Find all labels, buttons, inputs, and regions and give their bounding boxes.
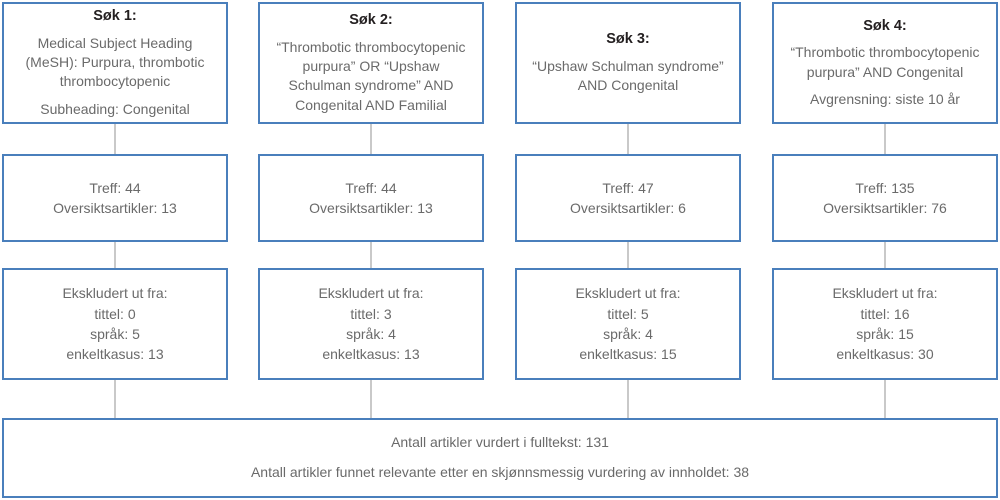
excluded-language-1: språk: 5 <box>90 326 140 342</box>
search-title-4: Søk 4: <box>863 17 907 34</box>
search-query-1: Medical Subject Heading (MeSH): Purpura,… <box>25 34 205 90</box>
connector-col1-row2-row3 <box>114 240 116 270</box>
excluded-case-4: enkeltkasus: 30 <box>836 346 934 363</box>
connector-col4-row3-summary <box>884 378 886 420</box>
excluded-language-2: språk: 4 <box>346 326 396 342</box>
excluded-box-4: Ekskludert ut fra: tittel: 16 språk: 15 … <box>772 268 998 380</box>
reviews-label-4: Oversiktsartikler: 76 <box>823 200 947 216</box>
excluded-box-3: Ekskludert ut fra: tittel: 5 språk: 4 en… <box>515 268 741 380</box>
results-box-3: Treff: 47 Oversiktsartikler: 6 <box>515 154 741 242</box>
search-query-box-3: Søk 3: “Upshaw Schulman syndrome” AND Co… <box>515 2 741 124</box>
excluded-case-2: enkeltkasus: 13 <box>322 346 420 363</box>
excluded-title-1: tittel: 0 <box>94 305 136 322</box>
search-query-box-1: Søk 1: Medical Subject Heading (MeSH): P… <box>2 2 228 124</box>
summary-box: Antall artikler vurdert i fulltekst: 131… <box>2 418 998 498</box>
excluded-language-3: språk: 4 <box>603 326 653 342</box>
excluded-title-3: tittel: 5 <box>607 305 649 322</box>
connector-col2-row1-row2 <box>370 122 372 156</box>
summary-fulltext-line: Antall artikler vurdert i fulltekst: 131 <box>391 434 609 451</box>
connector-col4-row2-row3 <box>884 240 886 270</box>
summary-relevant-line: Antall artikler funnet relevante etter e… <box>250 464 750 480</box>
connector-col3-row2-row3 <box>627 240 629 270</box>
excluded-heading-3: Ekskludert ut fra: <box>575 285 681 302</box>
connector-col3-row1-row2 <box>627 122 629 156</box>
reviews-label-1: Oversiktsartikler: 13 <box>53 200 177 216</box>
reviews-label-3: Oversiktsartikler: 6 <box>570 200 686 216</box>
reviews-label-2: Oversiktsartikler: 13 <box>309 200 433 216</box>
hits-label-2: Treff: 44 <box>345 179 397 196</box>
search-query-4: “Thrombotic thrombocytopenic purpura” AN… <box>790 44 980 80</box>
connector-col4-row1-row2 <box>884 122 886 156</box>
connector-col3-row3-summary <box>627 378 629 420</box>
search-query-2: “Thrombotic thrombocytopenic purpura” OR… <box>276 38 466 113</box>
search-query-box-2: Søk 2: “Thrombotic thrombocytopenic purp… <box>258 2 484 124</box>
excluded-case-1: enkeltkasus: 13 <box>66 346 164 363</box>
results-box-4: Treff: 135 Oversiktsartikler: 76 <box>772 154 998 242</box>
search-title-1: Søk 1: <box>93 8 137 25</box>
connector-col2-row2-row3 <box>370 240 372 270</box>
excluded-case-3: enkeltkasus: 15 <box>579 346 677 363</box>
excluded-title-4: tittel: 16 <box>860 305 910 322</box>
hits-label-1: Treff: 44 <box>89 179 141 196</box>
search-title-3: Søk 3: <box>606 31 650 48</box>
excluded-heading-2: Ekskludert ut fra: <box>318 285 424 302</box>
excluded-heading-1: Ekskludert ut fra: <box>62 285 168 302</box>
connector-col2-row3-summary <box>370 378 372 420</box>
search-extra-4: Avgrensning: siste 10 år <box>810 90 960 107</box>
search-query-3: “Upshaw Schulman syndrome” AND Congenita… <box>532 57 724 94</box>
hits-label-3: Treff: 47 <box>602 179 654 196</box>
connector-col1-row3-summary <box>114 378 116 420</box>
excluded-heading-4: Ekskludert ut fra: <box>832 285 938 302</box>
connector-col1-row1-row2 <box>114 122 116 156</box>
search-query-box-4: Søk 4: “Thrombotic thrombocytopenic purp… <box>772 2 998 124</box>
results-box-2: Treff: 44 Oversiktsartikler: 13 <box>258 154 484 242</box>
excluded-box-2: Ekskludert ut fra: tittel: 3 språk: 4 en… <box>258 268 484 380</box>
search-extra-1: Subheading: Congenital <box>40 100 190 117</box>
hits-label-4: Treff: 135 <box>855 179 915 196</box>
excluded-language-4: språk: 15 <box>856 326 914 342</box>
excluded-title-2: tittel: 3 <box>350 305 392 322</box>
excluded-box-1: Ekskludert ut fra: tittel: 0 språk: 5 en… <box>2 268 228 380</box>
search-title-2: Søk 2: <box>349 12 393 29</box>
results-box-1: Treff: 44 Oversiktsartikler: 13 <box>2 154 228 242</box>
